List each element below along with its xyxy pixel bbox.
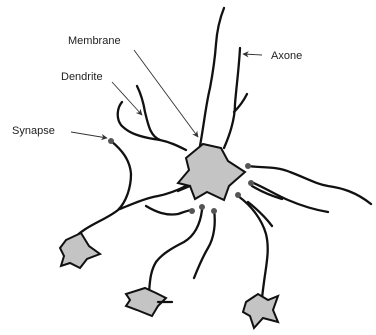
dendrite-bottom-b	[194, 210, 215, 278]
connection-to-cell-right	[238, 196, 272, 300]
synapse-dot-lower-right	[235, 192, 241, 198]
dendrite-bottom-a	[149, 210, 202, 292]
dendrite-upper-left	[118, 86, 186, 150]
dendrite-right-mid	[251, 182, 328, 212]
membrane-label: Membrane	[68, 35, 121, 47]
membrane-pointer	[134, 50, 198, 137]
dendrite-lower-right	[238, 196, 268, 300]
cell-body-left	[60, 233, 100, 268]
right-soma	[243, 294, 278, 328]
dendrite-label: Dendrite	[61, 71, 103, 83]
dendrite-fork-lower	[146, 206, 192, 215]
synapse-dot-bottom-a	[199, 204, 205, 210]
dendrite-right-long	[248, 166, 371, 204]
cell-body-bottom	[126, 288, 172, 316]
synapse-dot-left	[108, 138, 114, 144]
synapse-pointer	[71, 132, 107, 138]
axone-pointer	[243, 54, 262, 55]
synapse-label: Synapse	[12, 125, 55, 137]
label-pointers	[71, 50, 262, 138]
cell-body-right	[243, 294, 278, 328]
axon-branch-right	[224, 48, 240, 148]
dendrite-branch-left	[137, 86, 186, 150]
axon-trunk	[200, 8, 224, 146]
synapse-dot-right-upper	[245, 163, 251, 169]
central-cell-body	[178, 144, 245, 200]
central-soma	[178, 144, 245, 200]
synapse-dot-bottom-b	[211, 208, 217, 214]
dendrites-right	[248, 166, 371, 212]
synapse-dot-right-mid	[248, 180, 254, 186]
axone-label: Axone	[271, 50, 302, 62]
left-soma	[60, 233, 100, 268]
connection-to-cell-left	[72, 141, 192, 242]
dendrite-right-short	[252, 186, 282, 199]
axon-tree	[200, 8, 247, 148]
dendrite-synapse-upper	[72, 141, 131, 242]
connection-to-cell-bottom	[149, 210, 215, 292]
dendrite-lower-right-branch	[248, 202, 272, 226]
synapse-dot-fork	[189, 208, 195, 214]
